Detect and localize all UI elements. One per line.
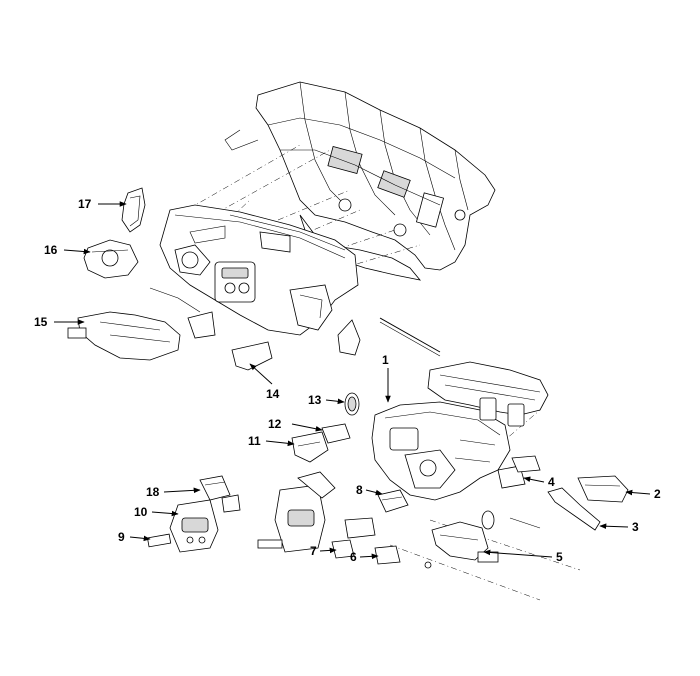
air-duct-drawing bbox=[427, 361, 549, 427]
callout-label-8: 8 bbox=[356, 483, 363, 497]
callout-10: 10 bbox=[134, 505, 179, 519]
callout-label-6: 6 bbox=[350, 550, 357, 564]
callouts: 1 2 3 4 5 6 7 8 bbox=[34, 197, 661, 564]
callout-9: 9 bbox=[118, 530, 151, 544]
part-14-drawing bbox=[231, 341, 273, 371]
part-8-drawing bbox=[377, 489, 409, 513]
part-17-drawing bbox=[121, 187, 146, 233]
callout-14: 14 bbox=[249, 363, 280, 401]
callout-17: 17 bbox=[78, 197, 127, 211]
callout-3: 3 bbox=[599, 520, 639, 534]
callout-label-11: 11 bbox=[248, 434, 261, 448]
callout-label-2: 2 bbox=[654, 487, 661, 501]
part-10-drawing bbox=[169, 499, 219, 553]
callout-label-5: 5 bbox=[556, 550, 563, 564]
callout-label-3: 3 bbox=[632, 520, 639, 534]
callout-12: 12 bbox=[268, 417, 323, 432]
part-1-crash-pad-drawing bbox=[371, 401, 511, 501]
part-12-drawing bbox=[321, 423, 351, 444]
callout-6: 6 bbox=[350, 550, 379, 564]
callout-label-7: 7 bbox=[310, 544, 317, 558]
callout-1: 1 bbox=[382, 353, 391, 403]
callout-label-14: 14 bbox=[266, 387, 280, 401]
part-11-drawing bbox=[291, 431, 329, 463]
callout-label-10: 10 bbox=[134, 505, 148, 519]
callout-label-4: 4 bbox=[548, 475, 555, 489]
callout-label-16: 16 bbox=[44, 243, 58, 257]
callout-label-15: 15 bbox=[34, 315, 48, 329]
part-18-drawing bbox=[199, 475, 241, 513]
part-5-drawing bbox=[424, 510, 541, 569]
part-3-drawing bbox=[547, 487, 601, 531]
callout-label-9: 9 bbox=[118, 530, 125, 544]
center-fascia-middle-drawing bbox=[257, 471, 376, 553]
callout-2: 2 bbox=[625, 487, 661, 501]
part-13-drawing bbox=[344, 392, 360, 416]
callout-18: 18 bbox=[146, 485, 201, 499]
callout-15: 15 bbox=[34, 315, 85, 329]
side-cover-drawing bbox=[337, 317, 441, 357]
body-frame-drawing bbox=[224, 81, 496, 281]
part-15-drawing bbox=[67, 287, 216, 361]
callout-label-17: 17 bbox=[78, 197, 92, 211]
callout-16: 16 bbox=[44, 243, 91, 257]
part-9-drawing bbox=[147, 533, 172, 548]
part-6-drawing bbox=[374, 545, 401, 565]
callout-5: 5 bbox=[483, 549, 563, 564]
callout-label-13: 13 bbox=[308, 393, 322, 407]
part-16-drawing bbox=[83, 239, 139, 279]
callout-label-12: 12 bbox=[268, 417, 282, 431]
callout-7: 7 bbox=[310, 544, 337, 558]
upper-crash-pad-drawing bbox=[159, 204, 359, 336]
callout-label-1: 1 bbox=[382, 353, 389, 367]
callout-13: 13 bbox=[308, 393, 345, 407]
callout-11: 11 bbox=[248, 434, 295, 448]
part-4-drawing bbox=[497, 455, 541, 489]
part-2-drawing bbox=[577, 475, 629, 503]
callout-8: 8 bbox=[356, 483, 383, 497]
callout-label-18: 18 bbox=[146, 485, 160, 499]
callout-4: 4 bbox=[523, 475, 555, 489]
